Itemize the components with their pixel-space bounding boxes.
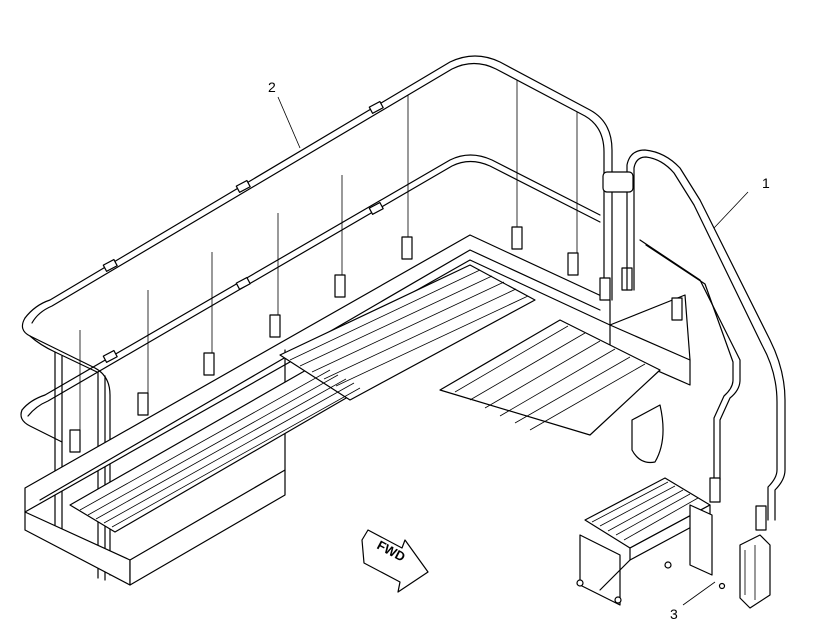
grating-right <box>439 319 661 436</box>
callout-label-2: 2 <box>268 79 276 95</box>
fwd-direction-arrow: FWD <box>361 529 429 593</box>
step-assembly <box>576 477 771 609</box>
platform-frame <box>24 226 691 586</box>
platform-handrail <box>20 55 613 581</box>
grating-center <box>279 264 536 401</box>
callout-2: 2 <box>268 79 301 149</box>
callout-1: 1 <box>713 175 770 229</box>
callout-label-1: 1 <box>762 175 770 191</box>
ladder-handrail <box>602 149 786 531</box>
callout-3: 3 <box>670 581 716 622</box>
callout-label-3: 3 <box>670 606 678 622</box>
grating-bars <box>79 269 646 528</box>
